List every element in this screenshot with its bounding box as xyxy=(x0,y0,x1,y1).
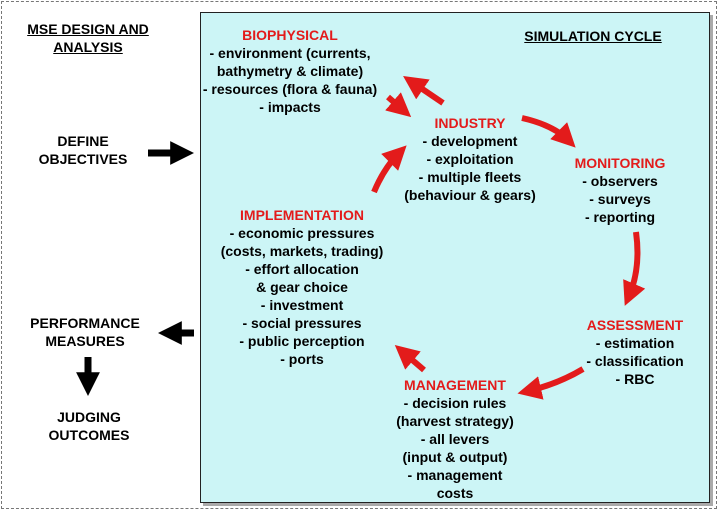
text-line: costs xyxy=(436,485,474,501)
text-line: - social pressures xyxy=(242,315,362,331)
text-line: - environment (currents, xyxy=(209,45,371,61)
text-line: - management xyxy=(407,467,503,483)
monitoring-heading: MONITORING xyxy=(574,155,666,171)
implementation-heading: IMPLEMENTATION xyxy=(240,207,364,223)
text-line: - reporting xyxy=(585,209,655,225)
industry-heading: INDUSTRY xyxy=(434,115,506,131)
text-line: - classification xyxy=(586,353,684,369)
text-line: OUTCOMES xyxy=(48,427,130,443)
text-line: - economic pressures xyxy=(229,225,375,241)
text-line: - exploitation xyxy=(426,151,514,167)
monitoring-node: MONITORING - observers - surveys - repor… xyxy=(560,154,680,226)
performance-measures-label: PERFORMANCE MEASURES xyxy=(15,314,155,350)
text-line: (costs, markets, trading) xyxy=(220,243,384,259)
implementation-to-industry-arrow xyxy=(371,145,407,194)
management-heading: MANAGEMENT xyxy=(404,377,506,393)
text-line: - surveys xyxy=(589,191,651,207)
text-line: & gear choice xyxy=(256,279,348,295)
text-line: MEASURES xyxy=(45,333,125,349)
simulation-panel xyxy=(200,12,710,503)
text-line: - investment xyxy=(260,297,344,313)
text-line: - ports xyxy=(280,351,324,367)
text-line: - observers xyxy=(582,173,658,189)
industry-to-biophysical-arrow xyxy=(403,75,445,106)
assessment-node: ASSESSMENT - estimation - classification… xyxy=(575,316,695,388)
assessment-heading: ASSESSMENT xyxy=(586,317,684,333)
text-line: ANALYSIS xyxy=(53,39,123,55)
define-objectives-label: DEFINE OBJECTIVES xyxy=(18,132,148,168)
text-line: - decision rules xyxy=(403,395,507,411)
biophysical-heading: BIOPHYSICAL xyxy=(242,27,338,43)
monitoring-to-assessment-arrow xyxy=(623,231,646,306)
text-line: (input & output) xyxy=(402,449,508,465)
text-line: JUDGING xyxy=(57,409,121,425)
text-line: DEFINE xyxy=(57,133,109,149)
text-line: - multiple fleets xyxy=(418,169,522,185)
text-line: PERFORMANCE xyxy=(30,315,140,331)
text-line: - public perception xyxy=(239,333,365,349)
text-line: - resources (flora & fauna) xyxy=(202,81,378,97)
text-line: - RBC xyxy=(615,371,655,387)
mse-title: MSE DESIGN AND ANALYSIS xyxy=(10,20,166,56)
text-line: (harvest strategy) xyxy=(396,413,514,429)
text-line: bathymetry & climate) xyxy=(216,63,364,79)
text-line: MSE DESIGN AND xyxy=(27,21,149,37)
text-line: - estimation xyxy=(595,335,675,351)
text-line: (behaviour & gears) xyxy=(404,187,536,203)
biophysical-node: BIOPHYSICAL - environment (currents, bat… xyxy=(200,26,380,116)
text-line: - development xyxy=(422,133,518,149)
implementation-node: IMPLEMENTATION - economic pressures (cos… xyxy=(212,206,392,368)
text-line: OBJECTIVES xyxy=(38,151,128,167)
judging-outcomes-label: JUDGING OUTCOMES xyxy=(30,408,148,444)
simulation-cycle-title: SIMULATION CYCLE xyxy=(524,28,662,44)
industry-node: INDUSTRY - development - exploitation - … xyxy=(390,114,550,204)
management-to-implementation-arrow xyxy=(394,344,426,373)
text-line: - impacts xyxy=(259,99,321,115)
text-line: - effort allocation xyxy=(245,261,359,277)
biophysical-to-industry-arrow xyxy=(385,92,412,118)
assessment-to-management-arrow xyxy=(517,366,585,400)
management-node: MANAGEMENT - decision rules (harvest str… xyxy=(380,376,530,502)
industry-to-monitoring-arrow xyxy=(521,115,576,148)
text-line: - all levers xyxy=(420,431,490,447)
